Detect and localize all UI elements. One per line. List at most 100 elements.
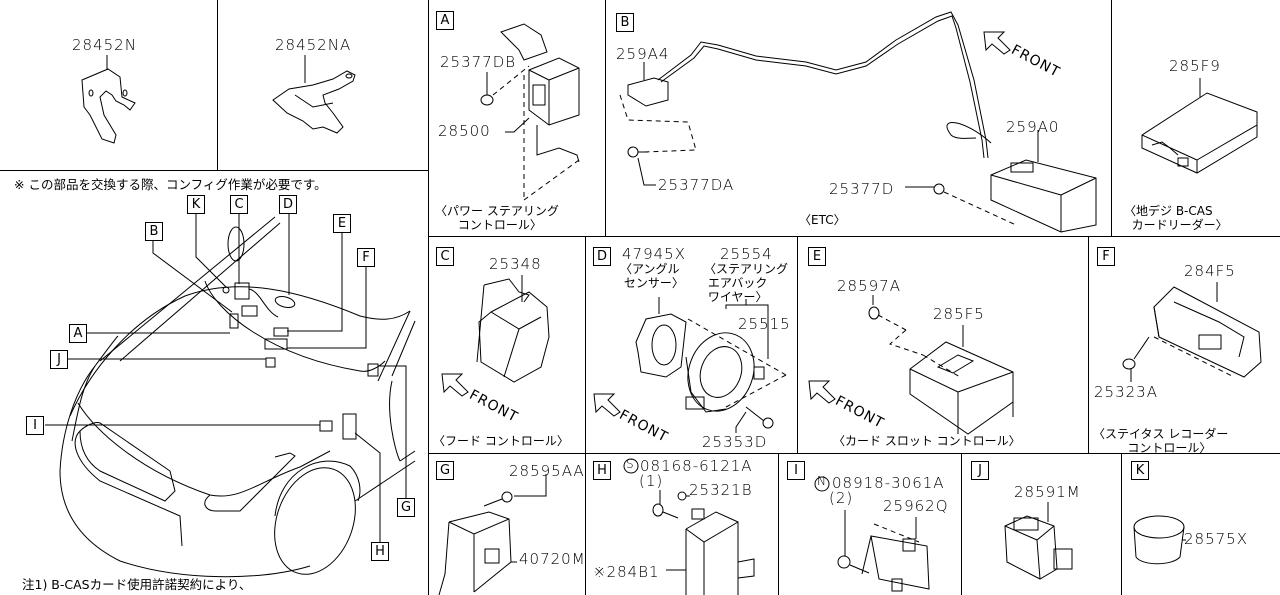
part-number[interactable]: 25515 bbox=[738, 315, 791, 333]
panel-E: E 28597A 285F5 FRONT 〈カード スロット コントロール〉 bbox=[798, 237, 1088, 453]
divider bbox=[0, 170, 428, 171]
callout-B[interactable]: B bbox=[145, 222, 163, 241]
divider bbox=[585, 236, 586, 595]
panel-A: A 25377DB 28500 〈パワー ステアリング コントロール〉 bbox=[429, 0, 605, 236]
divider bbox=[605, 0, 606, 236]
spiral-cable-drawing bbox=[635, 297, 787, 433]
part-number[interactable]: 25962Q bbox=[883, 497, 949, 515]
vehicle-outline-drawing bbox=[45, 213, 416, 578]
etc-unit-drawing bbox=[619, 11, 1097, 233]
part-number[interactable]: 08168-6121A bbox=[640, 457, 753, 475]
bracket-28452N-drawing bbox=[81, 55, 136, 144]
panel-label-E: E bbox=[808, 247, 826, 266]
part-number[interactable]: 28575X bbox=[1184, 530, 1248, 548]
caption-status-recorder: 〈ステイタス レコーダー コントロール〉 bbox=[1093, 427, 1229, 455]
divider bbox=[428, 453, 1280, 454]
symbol-n-circle-icon bbox=[814, 476, 830, 492]
panel-G: G 28595AA 40720M bbox=[429, 454, 585, 595]
part-number[interactable]: 25348 bbox=[489, 255, 542, 273]
part-number[interactable]: 40720M bbox=[519, 550, 586, 568]
front-arrow-icon bbox=[808, 380, 836, 404]
divider bbox=[1111, 0, 1112, 236]
part-number[interactable]: 259A0 bbox=[1006, 118, 1060, 136]
part-number[interactable]: 25377DB bbox=[440, 53, 517, 71]
part-number[interactable]: 285F5 bbox=[933, 305, 985, 323]
callout-H[interactable]: H bbox=[371, 542, 389, 561]
panel-bcas: 285F9 〈地デジ B-CAS カードリーダー〉 bbox=[1112, 0, 1280, 236]
divider bbox=[428, 0, 429, 595]
sensor-25962Q-drawing bbox=[837, 510, 930, 592]
callout-C[interactable]: C bbox=[230, 195, 248, 214]
caption-bcas: 〈地デジ B-CAS カードリーダー〉 bbox=[1124, 204, 1228, 232]
callout-K[interactable]: K bbox=[187, 195, 205, 214]
bracket-28452NA-drawing bbox=[272, 55, 356, 134]
hood-control-module-drawing bbox=[476, 275, 550, 383]
part-number[interactable]: 25321B bbox=[689, 481, 753, 499]
symbol-s: S bbox=[626, 457, 634, 471]
part-number[interactable]: 25377D bbox=[829, 180, 895, 198]
module-284B1-drawing bbox=[652, 490, 755, 595]
panel-B: B 259A4 25377DA 25377D 259A0 FRONT 〈ETC〉 bbox=[606, 0, 1111, 236]
part-number[interactable]: 28591M bbox=[1014, 483, 1081, 501]
panel-label-D: D bbox=[593, 247, 611, 266]
panel-label-J: J bbox=[971, 461, 989, 480]
overview-panel: ※ この部品を交換する際、コンフィグ作業が必要です。 bbox=[0, 171, 428, 595]
part-number[interactable]: 28500 bbox=[438, 122, 491, 140]
quantity: (2) bbox=[829, 489, 854, 507]
part-number[interactable]: 28452NA bbox=[275, 36, 352, 54]
panel-C: C 25348 FRONT 〈フード コントロール〉 bbox=[429, 237, 585, 453]
panel-I: I N 08918-3061A (2) 25962Q bbox=[779, 454, 961, 595]
part-number[interactable]: 25353D bbox=[702, 433, 768, 451]
part-28452NA-cell: 28452NA bbox=[218, 0, 428, 170]
panel-J: J 28591M bbox=[962, 454, 1121, 595]
part-number[interactable]: 285F9 bbox=[1169, 57, 1221, 75]
part-number[interactable]: 259A4 bbox=[616, 45, 670, 63]
part-number[interactable]: 25554 bbox=[720, 245, 773, 263]
part-number[interactable]: 25323A bbox=[1094, 383, 1158, 401]
callout-J[interactable]: J bbox=[50, 350, 68, 369]
divider bbox=[778, 453, 779, 595]
part-number[interactable]: 284F5 bbox=[1184, 262, 1236, 280]
callout-F[interactable]: F bbox=[357, 248, 375, 267]
footnote: 注1) B-CASカード使用許諾契約により、 bbox=[22, 577, 252, 592]
panel-label-I: I bbox=[787, 461, 805, 480]
switch-28591M-drawing bbox=[1004, 502, 1073, 580]
sensor-28575X-drawing bbox=[1133, 515, 1186, 565]
front-arrow-icon bbox=[593, 393, 621, 417]
divider bbox=[428, 236, 1280, 237]
symbol-n: N bbox=[817, 474, 826, 488]
part-number[interactable]: 08918-3061A bbox=[832, 474, 945, 492]
callout-E[interactable]: E bbox=[333, 214, 351, 233]
part-number[interactable]: 28452N bbox=[72, 36, 137, 54]
part-number[interactable]: ※284B1 bbox=[593, 563, 660, 581]
panel-label-F: F bbox=[1097, 247, 1115, 266]
status-recorder-drawing bbox=[1122, 282, 1262, 382]
divider bbox=[217, 0, 218, 170]
callout-D[interactable]: D bbox=[279, 195, 297, 214]
panel-label-C: C bbox=[436, 247, 454, 266]
sub-caption-airbag-wire: 〈ステアリング エアバック ワイヤー〉 bbox=[704, 262, 789, 304]
callout-G[interactable]: G bbox=[397, 498, 415, 517]
panel-F: F 284F5 25323A 〈ステイタス レコーダー コントロール〉 bbox=[1089, 237, 1280, 455]
caption-power-steering: 〈パワー ステアリング コントロール〉 bbox=[435, 204, 559, 232]
panel-label-H: H bbox=[593, 461, 611, 480]
power-steering-module-drawing bbox=[480, 23, 580, 201]
sub-caption-angle-sensor: 〈アングル センサー〉 bbox=[620, 262, 684, 290]
front-arrow-icon bbox=[983, 31, 1011, 55]
part-number[interactable]: 25377DA bbox=[658, 176, 735, 194]
divider bbox=[797, 236, 798, 453]
panel-label-A: A bbox=[436, 11, 454, 30]
callout-I[interactable]: I bbox=[26, 416, 44, 435]
panel-label-K: K bbox=[1131, 461, 1149, 480]
part-number[interactable]: 28595AA bbox=[509, 462, 585, 480]
callout-A[interactable]: A bbox=[69, 324, 87, 343]
part-number[interactable]: 47945X bbox=[622, 245, 686, 263]
caption-hood-control: 〈フード コントロール〉 bbox=[433, 434, 569, 448]
quantity: (1) bbox=[639, 472, 664, 490]
part-number[interactable]: 28597A bbox=[837, 277, 901, 295]
caption-etc: 〈ETC〉 bbox=[799, 213, 846, 227]
divider bbox=[1088, 236, 1089, 453]
divider bbox=[961, 453, 962, 595]
panel-H: H S 08168-6121A (1) 25321B ※284B1 bbox=[586, 454, 778, 595]
bcas-card-reader-drawing bbox=[1141, 78, 1258, 174]
